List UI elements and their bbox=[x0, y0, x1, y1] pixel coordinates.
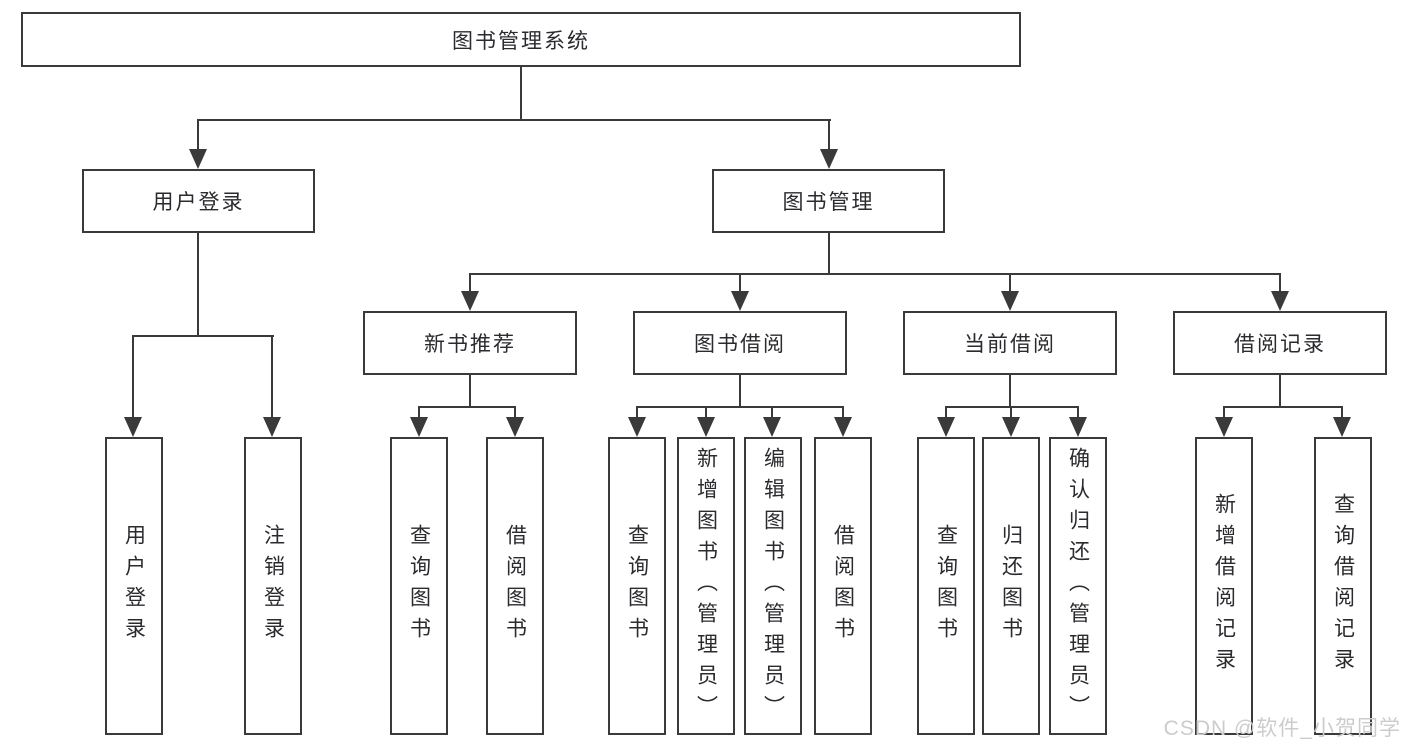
connector-line bbox=[1009, 273, 1011, 293]
connector-line bbox=[1279, 273, 1281, 293]
leaf-add-books-admin: 新增图书（管理员） bbox=[677, 437, 735, 735]
arrowhead bbox=[1271, 291, 1289, 311]
connector-line bbox=[197, 233, 199, 337]
arrowhead bbox=[410, 417, 428, 437]
connector-line bbox=[132, 335, 134, 419]
leaf-label: 归还图书 bbox=[999, 524, 1023, 648]
leaf-label: 借阅图书 bbox=[831, 524, 855, 648]
node-label: 当前借阅 bbox=[964, 333, 1056, 356]
leaf-label: 查询图书 bbox=[407, 524, 431, 648]
arrowhead bbox=[189, 149, 207, 169]
connector-line bbox=[520, 67, 522, 120]
connector-line bbox=[418, 406, 420, 419]
arrowhead bbox=[731, 291, 749, 311]
leaf-query-books-newbooks: 查询图书 bbox=[390, 437, 448, 735]
connector-line bbox=[705, 406, 707, 419]
arrowhead bbox=[124, 417, 142, 437]
leaf-return-books: 归还图书 bbox=[982, 437, 1040, 735]
leaf-edit-books-admin: 编辑图书（管理员） bbox=[744, 437, 802, 735]
leaf-confirm-return-admin: 确认归还（管理员） bbox=[1049, 437, 1107, 735]
node-label: 用户登录 bbox=[152, 191, 245, 214]
connector-line bbox=[739, 375, 741, 407]
arrowhead bbox=[506, 417, 524, 437]
node-label: 图书管理 bbox=[782, 191, 875, 214]
leaf-logout: 注销登录 bbox=[244, 437, 302, 735]
arrowhead bbox=[1069, 417, 1087, 437]
node-user-login: 用户登录 bbox=[82, 169, 315, 233]
connector-line bbox=[132, 335, 274, 337]
connector-line bbox=[739, 273, 741, 293]
arrowhead bbox=[461, 291, 479, 311]
leaf-label: 用户登录 bbox=[122, 524, 146, 648]
connector-line bbox=[636, 406, 638, 419]
connector-line bbox=[1223, 406, 1343, 408]
connector-line bbox=[828, 119, 830, 152]
node-label: 图书管理系统 bbox=[452, 29, 590, 53]
connector-line bbox=[514, 406, 516, 419]
leaf-label: 编辑图书（管理员） bbox=[761, 446, 785, 726]
arrowhead bbox=[763, 417, 781, 437]
leaf-label: 注销登录 bbox=[261, 524, 285, 648]
leaf-user-login: 用户登录 bbox=[105, 437, 163, 735]
connector-line bbox=[1010, 406, 1012, 419]
leaf-borrow-books-newbooks: 借阅图书 bbox=[486, 437, 544, 735]
leaf-query-books-current: 查询图书 bbox=[917, 437, 975, 735]
connector-line bbox=[197, 119, 199, 152]
node-borrowing-records: 借阅记录 bbox=[1173, 311, 1387, 375]
node-library-management-system: 图书管理系统 bbox=[21, 12, 1021, 67]
connector-line bbox=[945, 406, 1079, 408]
leaf-query-borrow-record: 查询借阅记录 bbox=[1314, 437, 1372, 735]
connector-line bbox=[636, 406, 844, 408]
node-current-borrowing: 当前借阅 bbox=[903, 311, 1117, 375]
connector-line bbox=[469, 273, 471, 293]
connector-line bbox=[469, 375, 471, 407]
node-label: 新书推荐 bbox=[424, 333, 516, 356]
arrowhead bbox=[1215, 417, 1233, 437]
node-book-management: 图书管理 bbox=[712, 169, 945, 233]
connector-line bbox=[469, 273, 1281, 275]
arrowhead bbox=[697, 417, 715, 437]
connector-line bbox=[1223, 406, 1225, 419]
node-label: 借阅记录 bbox=[1234, 333, 1326, 356]
arrowhead bbox=[263, 417, 281, 437]
node-label: 图书借阅 bbox=[694, 333, 786, 356]
connector-line bbox=[828, 233, 830, 275]
connector-line bbox=[197, 119, 831, 121]
arrowhead bbox=[1333, 417, 1351, 437]
leaf-add-borrow-record: 新增借阅记录 bbox=[1195, 437, 1253, 735]
connector-line bbox=[945, 406, 947, 419]
arrowhead bbox=[937, 417, 955, 437]
leaf-borrow-books-borrowing: 借阅图书 bbox=[814, 437, 872, 735]
arrowhead bbox=[834, 417, 852, 437]
connector-line bbox=[771, 406, 773, 419]
leaf-label: 新增图书（管理员） bbox=[694, 446, 718, 726]
leaf-label: 查询借阅记录 bbox=[1331, 493, 1355, 679]
node-new-book-recommend: 新书推荐 bbox=[363, 311, 577, 375]
leaf-label: 借阅图书 bbox=[503, 524, 527, 648]
arrowhead bbox=[1001, 291, 1019, 311]
connector-line bbox=[1009, 375, 1011, 407]
csdn-watermark: CSDN @软件_小贺同学 bbox=[1163, 717, 1401, 740]
leaf-query-books-borrowing: 查询图书 bbox=[608, 437, 666, 735]
arrowhead bbox=[820, 149, 838, 169]
connector-line bbox=[1077, 406, 1079, 419]
node-book-borrowing: 图书借阅 bbox=[633, 311, 847, 375]
leaf-label: 新增借阅记录 bbox=[1212, 493, 1236, 679]
leaf-label: 查询图书 bbox=[625, 524, 649, 648]
connector-line bbox=[842, 406, 844, 419]
connector-line bbox=[1341, 406, 1343, 419]
arrowhead bbox=[628, 417, 646, 437]
arrowhead bbox=[1002, 417, 1020, 437]
leaf-label: 确认归还（管理员） bbox=[1066, 446, 1090, 726]
connector-line bbox=[1279, 375, 1281, 407]
connector-line bbox=[271, 335, 273, 419]
connector-line bbox=[418, 406, 516, 408]
leaf-label: 查询图书 bbox=[934, 524, 958, 648]
